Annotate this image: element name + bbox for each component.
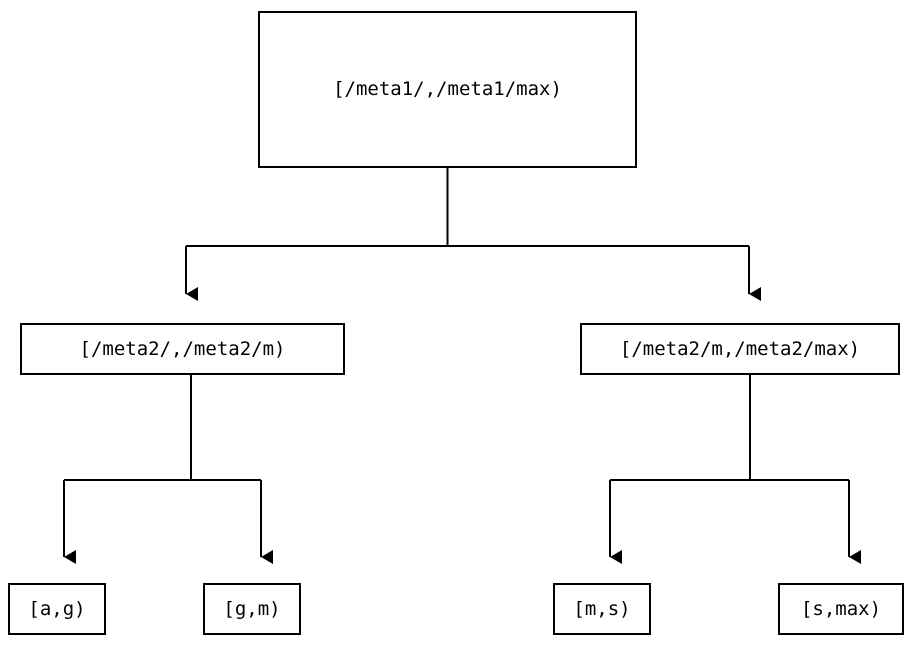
node-meta2-high-label: [/meta2/m,/meta2/max)	[619, 337, 861, 360]
node-leaf-smax[interactable]: [s,max)	[778, 583, 904, 635]
node-leaf-smax-label: [s,max)	[800, 597, 882, 620]
node-leaf-ag-label: [a,g)	[28, 597, 86, 620]
node-leaf-gm-label: [g,m)	[223, 597, 281, 620]
node-root[interactable]: [/meta1/,/meta1/max)	[258, 11, 637, 168]
node-meta2-low-label: [/meta2/,/meta2/m)	[79, 337, 286, 360]
node-leaf-ms-label: [m,s)	[573, 597, 631, 620]
node-root-label: [/meta1/,/meta1/max)	[333, 78, 562, 100]
node-meta2-low[interactable]: [/meta2/,/meta2/m)	[20, 323, 345, 375]
node-leaf-ag[interactable]: [a,g)	[8, 583, 106, 635]
node-leaf-gm[interactable]: [g,m)	[203, 583, 301, 635]
node-leaf-ms[interactable]: [m,s)	[553, 583, 651, 635]
node-meta2-high[interactable]: [/meta2/m,/meta2/max)	[580, 323, 900, 375]
